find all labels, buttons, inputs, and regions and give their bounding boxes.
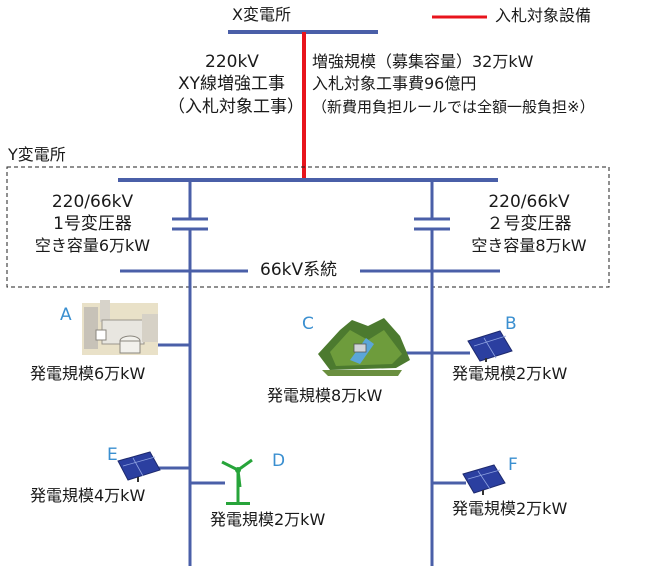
solar-panel-icon-b	[467, 330, 513, 362]
transformer2-name: ２号変圧器	[486, 214, 572, 234]
upgrade-scale: 増強規模（募集容量）32万kW	[312, 52, 534, 71]
plant-d-label: D	[272, 451, 286, 471]
plant-e-scale: 発電規模4万kW	[30, 486, 146, 505]
hydro-dam-icon	[318, 318, 410, 376]
plant-a-label: A	[60, 305, 72, 325]
transformer1-name: 1号変圧器	[53, 214, 132, 234]
solar-panel-icon-e	[117, 451, 161, 482]
plant-e-label: E	[107, 445, 118, 465]
solar-panel-icon-f	[462, 464, 506, 495]
x-station-label: X変電所	[232, 5, 291, 24]
upgrade-cost: 入札対象工事費96億円	[312, 74, 477, 93]
transformer1-ratio: 220/66kV	[51, 192, 134, 212]
factory-icon	[82, 300, 158, 355]
legend-label: 入札対象設備	[495, 6, 592, 25]
plant-a-scale: 発電規模6万kW	[30, 364, 146, 383]
upgrade-bid-note: （入札対象工事）	[168, 97, 304, 117]
wind-turbine-icon	[221, 458, 253, 505]
transformer2-capacity: 空き容量8万kW	[471, 236, 587, 255]
plant-d-scale: 発電規模2万kW	[210, 510, 326, 529]
plant-f-label: F	[508, 455, 518, 475]
plant-c-scale: 発電規模8万kW	[267, 386, 383, 405]
system-66kv-label: 66kV系統	[260, 260, 338, 280]
plant-f-scale: 発電規模2万kW	[452, 499, 568, 518]
plant-c-label: C	[302, 314, 314, 334]
upgrade-voltage: 220kV	[205, 52, 259, 72]
y-station-label: Y変電所	[8, 145, 66, 164]
upgrade-rule: （新費用負担ルールでは全額一般負担※）	[312, 98, 595, 116]
y-station-boundary	[6, 166, 610, 288]
plant-b-label: B	[505, 314, 517, 334]
upgrade-work: XY線増強工事	[178, 74, 286, 94]
plant-b-scale: 発電規模2万kW	[452, 364, 568, 383]
transformer1-capacity: 空き容量6万kW	[34, 236, 151, 255]
transformer2-ratio: 220/66kV	[488, 192, 570, 212]
